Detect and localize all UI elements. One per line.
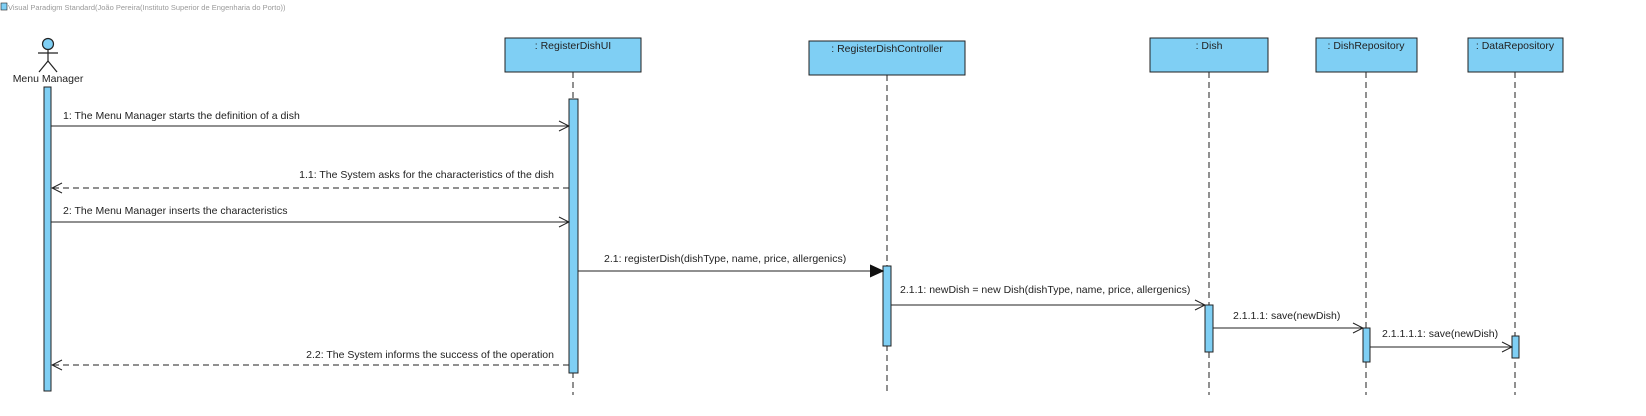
message-label: 2.1.1.1: save(newDish) [1233,310,1340,322]
activation-bar [1204,304,1214,353]
lifeline-label: : Dish [1196,40,1223,52]
watermark-text: Visual Paradigm Standard(João Pereira(In… [8,3,286,12]
actor-menu-manager[interactable]: Menu Manager [13,37,84,86]
actor-label: Menu Manager [13,73,84,85]
message-2-2[interactable]: 2.2: The System informs the success of t… [52,349,569,365]
message-1[interactable]: 1: The Menu Manager starts the definitio… [51,110,569,126]
lifeline-data-repository[interactable]: : DataRepository [1467,37,1564,395]
activation-bar [1362,327,1371,363]
message-label: 2.1.1.1.1: save(newDish) [1382,328,1498,340]
lifeline-head [1315,37,1418,73]
message-2-1[interactable]: 2.1: registerDish(dishType, name, price,… [578,253,883,271]
actor-head [41,37,55,51]
activation-bar [568,98,579,374]
lifeline-label: : DishRepository [1327,40,1405,52]
lifeline-head [504,37,642,73]
message-label: 2: The Menu Manager inserts the characte… [63,205,288,217]
message-label: 2.1: registerDish(dishType, name, price,… [604,253,846,265]
lifeline-dish[interactable]: : Dish [1149,37,1269,395]
actor-right-leg [47,60,58,73]
lifeline-label: : RegisterDishUI [535,40,611,52]
actor-activation [43,86,52,392]
activation-bar [1511,335,1520,359]
lifeline-label: : RegisterDishController [831,43,943,55]
activation-bar [882,265,892,347]
lifeline-register-dish-ui[interactable]: : RegisterDishUI [504,37,642,395]
lifeline-label: : DataRepository [1476,40,1555,52]
lifeline-dish-repository[interactable]: : DishRepository [1315,37,1418,395]
message-label: 1.1: The System asks for the characteris… [299,169,554,181]
watermark-icon [0,2,8,11]
actor-left-leg [38,60,49,73]
message-1-1[interactable]: 1.1: The System asks for the characteris… [52,169,569,188]
message-label: 1: The Menu Manager starts the definitio… [63,110,300,122]
message-label: 2.2: The System informs the success of t… [306,349,554,361]
lifeline-head [1149,37,1269,73]
message-2-1-1-1[interactable]: 2.1.1.1: save(newDish) [1213,310,1363,328]
lifeline-register-dish-controller[interactable]: : RegisterDishController [808,40,966,395]
message-2-1-1[interactable]: 2.1.1: newDish = new Dish(dishType, name… [891,284,1205,305]
message-label: 2.1.1: newDish = new Dish(dishType, name… [900,284,1190,296]
message-2[interactable]: 2: The Menu Manager inserts the characte… [51,205,569,222]
message-2-1-1-1-1[interactable]: 2.1.1.1.1: save(newDish) [1370,328,1512,347]
